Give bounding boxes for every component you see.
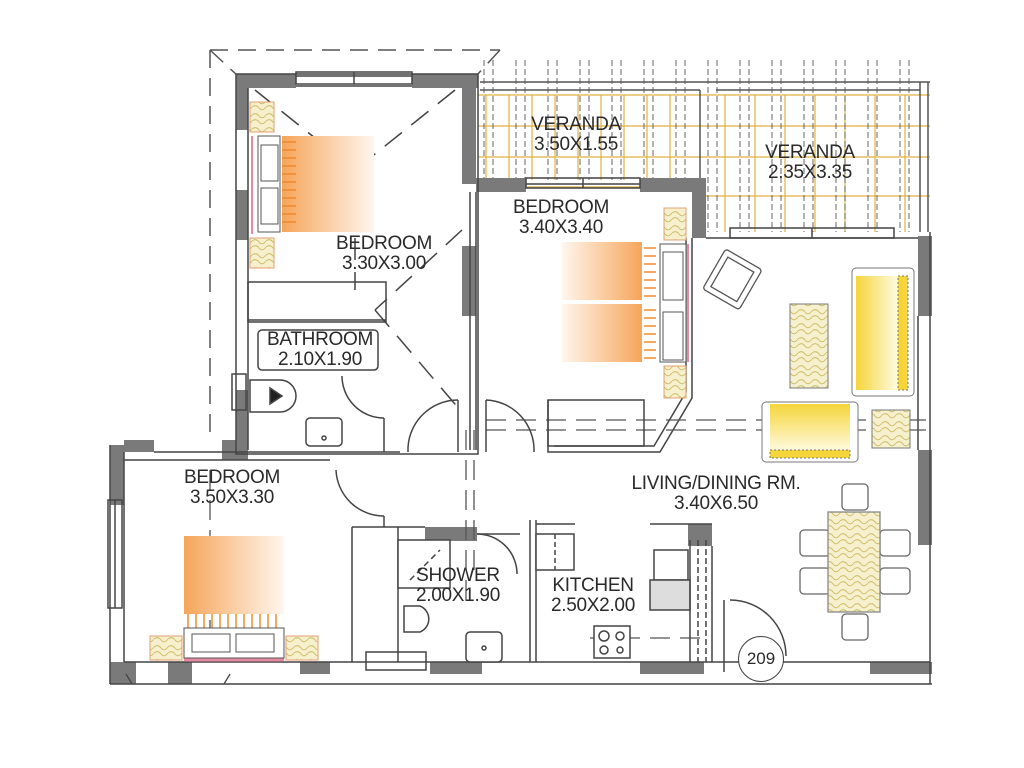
room-size: 3.30X3.00: [342, 253, 426, 274]
doors: [335, 399, 787, 657]
room-name: BEDROOM: [335, 233, 433, 254]
room-name: VERANDA: [765, 142, 855, 163]
shower-fixtures: [365, 539, 503, 671]
nightstand: [249, 237, 275, 269]
room-size: 2.35X3.35: [768, 162, 852, 183]
room-label-bedroom-3: BEDROOM 3.50X3.30: [184, 468, 280, 508]
kitchen-fixtures: [535, 533, 707, 662]
nightstand: [663, 207, 687, 241]
room-size: 3.50X1.55: [534, 134, 618, 155]
bedroom-1-bed: [251, 135, 374, 234]
room-name: LIVING/DINING RM.: [631, 473, 801, 494]
wardrobe: [247, 281, 387, 323]
room-label-bedroom-1: BEDROOM 3.30X3.00: [336, 234, 432, 274]
armchair: [703, 249, 762, 310]
room-label-kitchen: KITCHEN 2.50X2.00: [551, 576, 635, 616]
dining-set: [799, 483, 911, 641]
bedroom-2-desk: [547, 399, 645, 447]
bedroom-3-bed: [183, 536, 285, 662]
sofa-right: [851, 267, 915, 397]
nightstand: [663, 365, 687, 399]
room-name: BEDROOM: [512, 197, 610, 218]
room-label-veranda-2: VERANDA 2.35X3.35: [765, 143, 855, 183]
entry-markers: [125, 673, 231, 685]
room-label-shower: SHOWER 2.00X1.90: [416, 566, 500, 606]
room-size: 2.50X2.00: [551, 595, 635, 616]
bathroom-fixtures: [231, 329, 385, 452]
walls: [110, 74, 932, 684]
room-label-bathroom: BATHROOM 2.10X1.90: [267, 330, 373, 370]
room-name: BEDROOM: [183, 467, 281, 488]
sofa-bottom: [761, 401, 859, 463]
nightstand: [249, 101, 275, 133]
room-name: BATHROOM: [267, 329, 373, 350]
room-label-living-dining: LIVING/DINING RM. 3.40X6.50: [631, 474, 800, 514]
room-label-bedroom-2: BEDROOM 3.40X3.40: [513, 198, 609, 238]
nightstand: [149, 635, 183, 661]
room-size: 3.40X3.40: [519, 217, 603, 238]
unit-number: 209: [746, 649, 776, 668]
side-table: [871, 409, 911, 449]
room-name: KITCHEN: [552, 575, 634, 596]
roof-outline: [209, 49, 501, 440]
room-size: 2.00X1.90: [416, 585, 500, 606]
bedroom-2-beds: [562, 242, 689, 363]
nightstand: [285, 635, 319, 661]
room-name: SHOWER: [416, 565, 500, 586]
room-size: 3.50X3.30: [190, 487, 274, 508]
unit-number-badge: 209: [738, 636, 784, 682]
room-name: VERANDA: [531, 114, 621, 135]
room-size: 2.10X1.90: [278, 349, 362, 370]
room-label-veranda-1: VERANDA 3.50X1.55: [531, 115, 621, 155]
coffee-table: [789, 303, 829, 389]
veranda-deck: [478, 60, 930, 232]
room-size: 3.40X6.50: [674, 493, 758, 514]
